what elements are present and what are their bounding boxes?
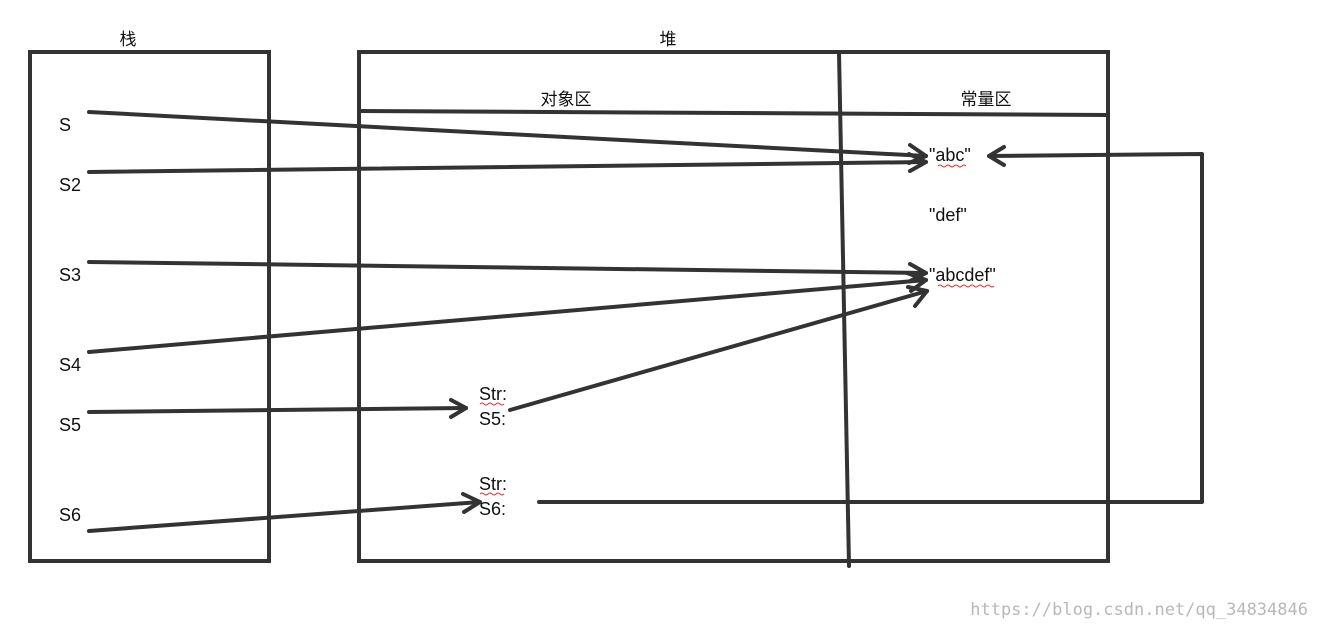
stack-label: 栈	[120, 30, 137, 50]
constant-def: "def"	[929, 205, 967, 225]
constant-abc: "abc"	[929, 145, 971, 165]
arrow-s5-to-object	[87, 406, 468, 414]
constant-area-label: 常量区	[961, 90, 1012, 110]
arrow-s6-to-object	[87, 500, 482, 533]
arrow-s5-to-object-head	[449, 398, 468, 419]
spellcheck-squiggle-str-1	[479, 402, 505, 406]
stack-var-s: S	[59, 115, 71, 135]
stack-var-s5: S5	[59, 415, 81, 435]
heap-label: 堆	[660, 30, 677, 50]
spellcheck-squiggle-str-2	[479, 492, 505, 496]
arrow-s2-to-abc	[87, 160, 928, 174]
arrow-s6-to-object-head	[461, 492, 482, 514]
stack-var-s6: S6	[59, 505, 81, 525]
stack-box	[28, 50, 271, 563]
object-area-label: 对象区	[541, 90, 592, 110]
arrow-s3-to-abcdef-head	[908, 262, 928, 283]
object-s6-name: S6:	[479, 499, 506, 519]
spellcheck-squiggle-abc	[937, 164, 967, 168]
arrow-object-s5-to-abcdef	[508, 289, 929, 412]
heap-header-divider	[357, 109, 1110, 117]
arrow-object-s6-to-abc-head	[987, 145, 1006, 167]
arrow-object-s6-to-abc	[537, 152, 1204, 504]
arrow-s-to-abc	[87, 110, 928, 158]
object-s6-str: Str:	[479, 474, 507, 494]
arrow-s4-to-abcdef	[87, 278, 928, 354]
constant-abcdef: "abcdef"	[929, 265, 996, 285]
stack-var-s2: S2	[59, 175, 81, 195]
arrow-s3-to-abcdef	[87, 260, 928, 275]
object-s5-str: Str:	[479, 384, 507, 404]
stack-var-s4: S4	[59, 355, 81, 375]
object-s5-name: S5:	[479, 409, 506, 429]
spellcheck-squiggle-abcdef	[937, 284, 995, 288]
heap-box	[357, 50, 1110, 563]
stack-var-s3: S3	[59, 265, 81, 285]
heap-area-divider	[837, 50, 851, 568]
watermark: https://blog.csdn.net/qq_34834846	[970, 600, 1308, 620]
arrow-s2-to-abc-head	[907, 152, 928, 173]
arrow-object-s5-to-abcdef-head	[906, 285, 929, 308]
